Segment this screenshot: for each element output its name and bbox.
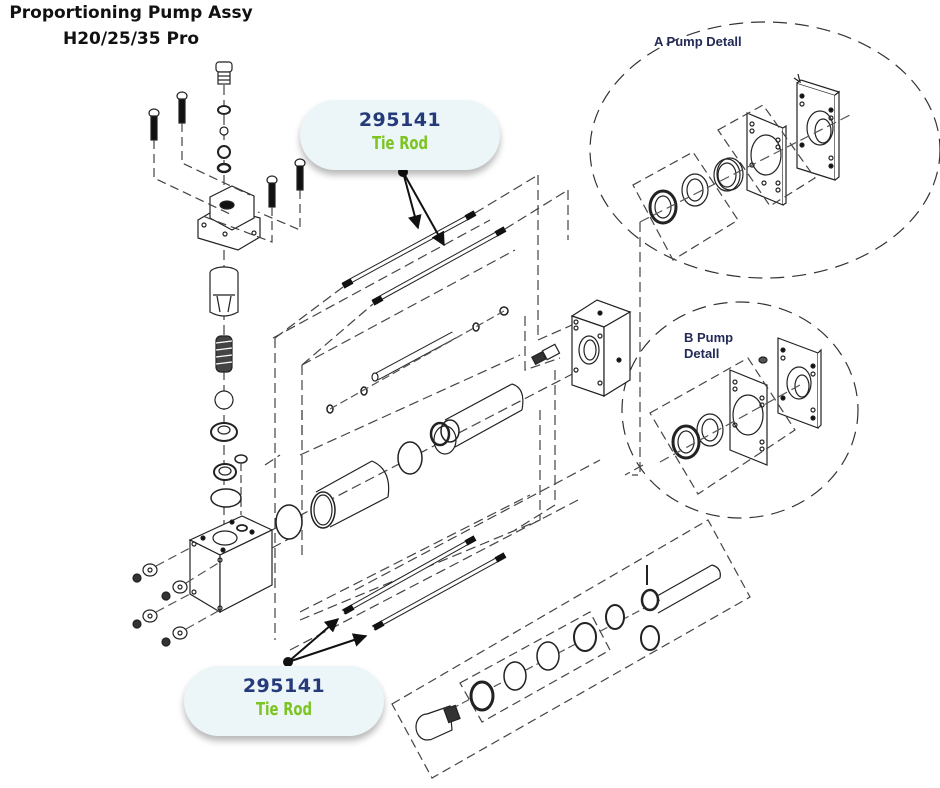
cylinder-gasket bbox=[275, 504, 303, 540]
b-pump-fitting bbox=[758, 356, 768, 364]
tie-rod-callout-lower: 295141 Tie Rod bbox=[184, 666, 384, 736]
cylinder-o-ring bbox=[640, 625, 660, 651]
a-pump-packing-seal bbox=[648, 189, 678, 225]
pump-housing-block bbox=[188, 515, 274, 614]
check-ball-small bbox=[219, 126, 229, 136]
cap-screw-4 bbox=[294, 158, 306, 191]
hex-nut-washer-set bbox=[132, 563, 188, 647]
upper-rod-axis bbox=[274, 174, 569, 366]
a-pump-throat-seal bbox=[681, 173, 709, 207]
b-pump-gasket-plate bbox=[729, 369, 768, 466]
tie-rod-callout-upper: 295141 Tie Rod bbox=[300, 100, 500, 170]
bottom-kit-inner-box bbox=[459, 611, 611, 723]
inlet-check-fitting bbox=[531, 343, 561, 366]
fitting-o-ring bbox=[217, 105, 231, 115]
b-pump-axis bbox=[659, 384, 801, 463]
a-pump-packing-group-box bbox=[632, 151, 739, 261]
a-pump-gasket-group-box bbox=[717, 104, 816, 207]
nut-washer-4 bbox=[161, 626, 188, 647]
seat-retainer bbox=[213, 463, 237, 481]
callout-part-number: 295141 bbox=[242, 675, 326, 697]
b-pump-end-plate bbox=[777, 337, 822, 429]
piston-packing-4 bbox=[573, 622, 597, 652]
cap-screw-1 bbox=[148, 108, 160, 141]
nut-leader-lines bbox=[155, 547, 221, 630]
callout-part-name: Tie Rod bbox=[371, 133, 429, 154]
piston-gasket bbox=[397, 441, 423, 475]
b-pump-packing-seal bbox=[671, 424, 701, 460]
piston-packing-3 bbox=[536, 641, 560, 671]
displacement-cylinder bbox=[640, 564, 721, 614]
cap-screw-3 bbox=[266, 175, 278, 208]
title-line-1: Proportioning Pump Assy bbox=[9, 3, 253, 23]
rod-o-ring-3 bbox=[472, 322, 480, 332]
manifold-o-ring bbox=[210, 488, 242, 508]
piston-assembly bbox=[429, 383, 524, 455]
piston-packing-1 bbox=[469, 680, 495, 712]
cap-screw-2 bbox=[176, 91, 188, 124]
check-valve-housing bbox=[209, 266, 239, 317]
callout-part-name: Tie Rod bbox=[255, 699, 313, 720]
a-pump-leader bbox=[632, 222, 641, 476]
title-line-2: H20/25/35 Pro bbox=[62, 29, 200, 49]
outlet-manifold bbox=[197, 185, 261, 251]
main-assembly-dash-lines bbox=[264, 175, 601, 651]
throat-housing-block bbox=[570, 299, 632, 398]
a-pump-end-plate bbox=[793, 73, 841, 181]
inlet-fitting bbox=[215, 61, 233, 85]
throat-ring bbox=[605, 604, 625, 630]
check-ball bbox=[214, 390, 234, 410]
a-pump-axis bbox=[639, 114, 851, 223]
valve-spring bbox=[215, 335, 233, 373]
b-pump-detail-label: B Pump Detall bbox=[684, 330, 733, 362]
displacement-rod bbox=[371, 331, 456, 382]
nut-washer-3 bbox=[132, 609, 158, 629]
piston-packing-2 bbox=[503, 661, 527, 691]
nut-washer-1 bbox=[132, 563, 158, 583]
a-pump-seal-housing bbox=[713, 157, 744, 192]
a-pump-detail-label: A Pump Detall bbox=[654, 34, 742, 49]
b-pump-label-line-1: B Pump bbox=[684, 330, 734, 345]
valve-seat bbox=[210, 422, 238, 442]
nut-washer-2 bbox=[161, 580, 188, 601]
seat-small-o-ring bbox=[234, 454, 248, 464]
upper-callout-arrows bbox=[398, 167, 445, 247]
lower-tie-rod-2 bbox=[371, 552, 507, 631]
b-pump-detail-circle bbox=[621, 301, 859, 519]
cap-screw-leaders bbox=[153, 123, 301, 243]
a-pump-detail-circle bbox=[589, 21, 940, 279]
diagram-title: Proportioning Pump Assy H20/25/35 Pro bbox=[0, 0, 262, 52]
lower-callout-arrows bbox=[283, 618, 368, 667]
rod-axis bbox=[329, 310, 505, 410]
bottom-kit-outer-box bbox=[391, 519, 751, 779]
upper-tie-rod-2 bbox=[371, 226, 507, 306]
b-pump-leader bbox=[624, 464, 644, 476]
piston-valve bbox=[415, 704, 461, 741]
upper-tie-rod-1 bbox=[341, 210, 477, 289]
b-pump-group-box bbox=[649, 357, 796, 495]
a-pump-gasket-plate bbox=[746, 112, 787, 206]
callout-part-number: 295141 bbox=[358, 109, 442, 131]
lower-tie-rod-1 bbox=[341, 535, 477, 615]
b-pump-label-line-2: Detall bbox=[684, 346, 720, 361]
cylinder-sleeve bbox=[310, 460, 390, 529]
ball-guide bbox=[216, 145, 232, 174]
